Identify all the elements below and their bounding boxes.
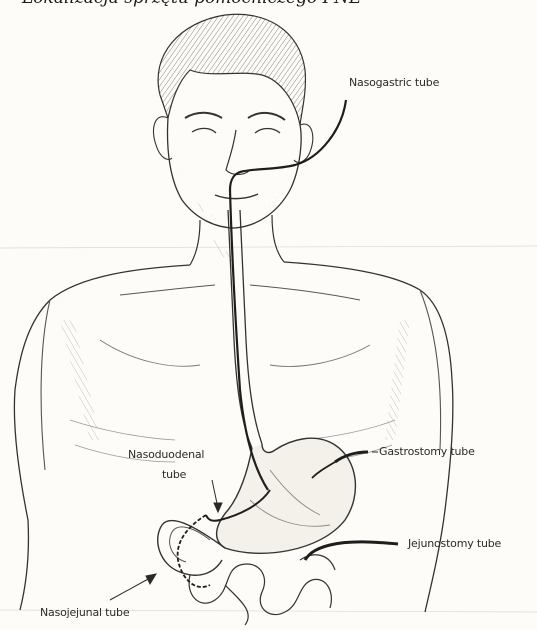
face <box>168 118 302 228</box>
label-nasogastric-tube: Nasogastric tube <box>349 76 439 89</box>
nasojejunal-tube-path <box>178 515 210 587</box>
left-arm <box>41 300 50 470</box>
label-jejunostomy-tube: Jejunostomy tube <box>408 537 501 550</box>
right-brow <box>248 113 285 120</box>
mouth <box>215 194 258 199</box>
label-nasoduodenal-line1: Nasoduodenal <box>128 448 204 461</box>
left-brow <box>185 113 222 118</box>
left-eye <box>192 128 216 133</box>
label-gastrostomy-tube: Gastrostomy tube <box>379 445 475 458</box>
label-nasoduodenal-line2: tube <box>162 468 186 481</box>
jejunostomy-tube-path <box>305 542 398 560</box>
left-ear <box>153 117 172 160</box>
neck <box>190 220 200 265</box>
torso-right <box>284 262 453 612</box>
clavicle-right <box>250 285 360 300</box>
nose <box>226 130 250 175</box>
background-scan-lines <box>0 246 537 612</box>
small-intestine <box>189 555 335 625</box>
right-eye <box>255 129 280 134</box>
right-ear <box>294 124 313 162</box>
stomach <box>217 438 356 553</box>
nasogastric-tube-path <box>230 100 346 490</box>
clavicle-left <box>120 285 215 295</box>
hair <box>158 14 305 125</box>
label-nasojejunal-tube: Nasojejunal tube <box>40 606 129 619</box>
right-arm <box>420 290 441 450</box>
